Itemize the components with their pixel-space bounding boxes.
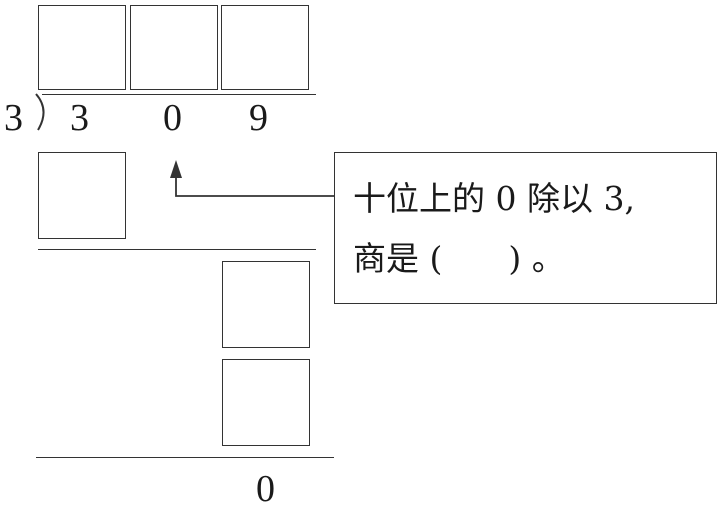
bring-down-box[interactable] — [222, 261, 310, 348]
division-bar — [42, 94, 316, 95]
division-bracket — [35, 93, 45, 131]
first-subtraction-line — [38, 249, 316, 250]
dividend-digit-tens: 0 — [163, 97, 182, 139]
callout-box: 十位上的 0 除以 3, 商是 ( ) 。 — [334, 152, 717, 304]
dividend-digit-hundreds: 3 — [70, 97, 89, 139]
quotient-hundreds-box[interactable] — [38, 5, 126, 90]
callout-question-line2: 商是 ( ) 。 — [353, 239, 565, 278]
first-product-box[interactable] — [38, 152, 126, 239]
second-product-box[interactable] — [222, 359, 310, 446]
dividend-digit-ones: 9 — [249, 97, 268, 139]
final-remainder: 0 — [256, 468, 275, 510]
quotient-tens-box[interactable] — [130, 5, 218, 90]
divisor: 3 — [4, 97, 23, 139]
second-subtraction-line — [36, 457, 334, 458]
callout-question-line1: 十位上的 0 除以 3, — [353, 179, 635, 218]
quotient-ones-box[interactable] — [221, 5, 309, 90]
